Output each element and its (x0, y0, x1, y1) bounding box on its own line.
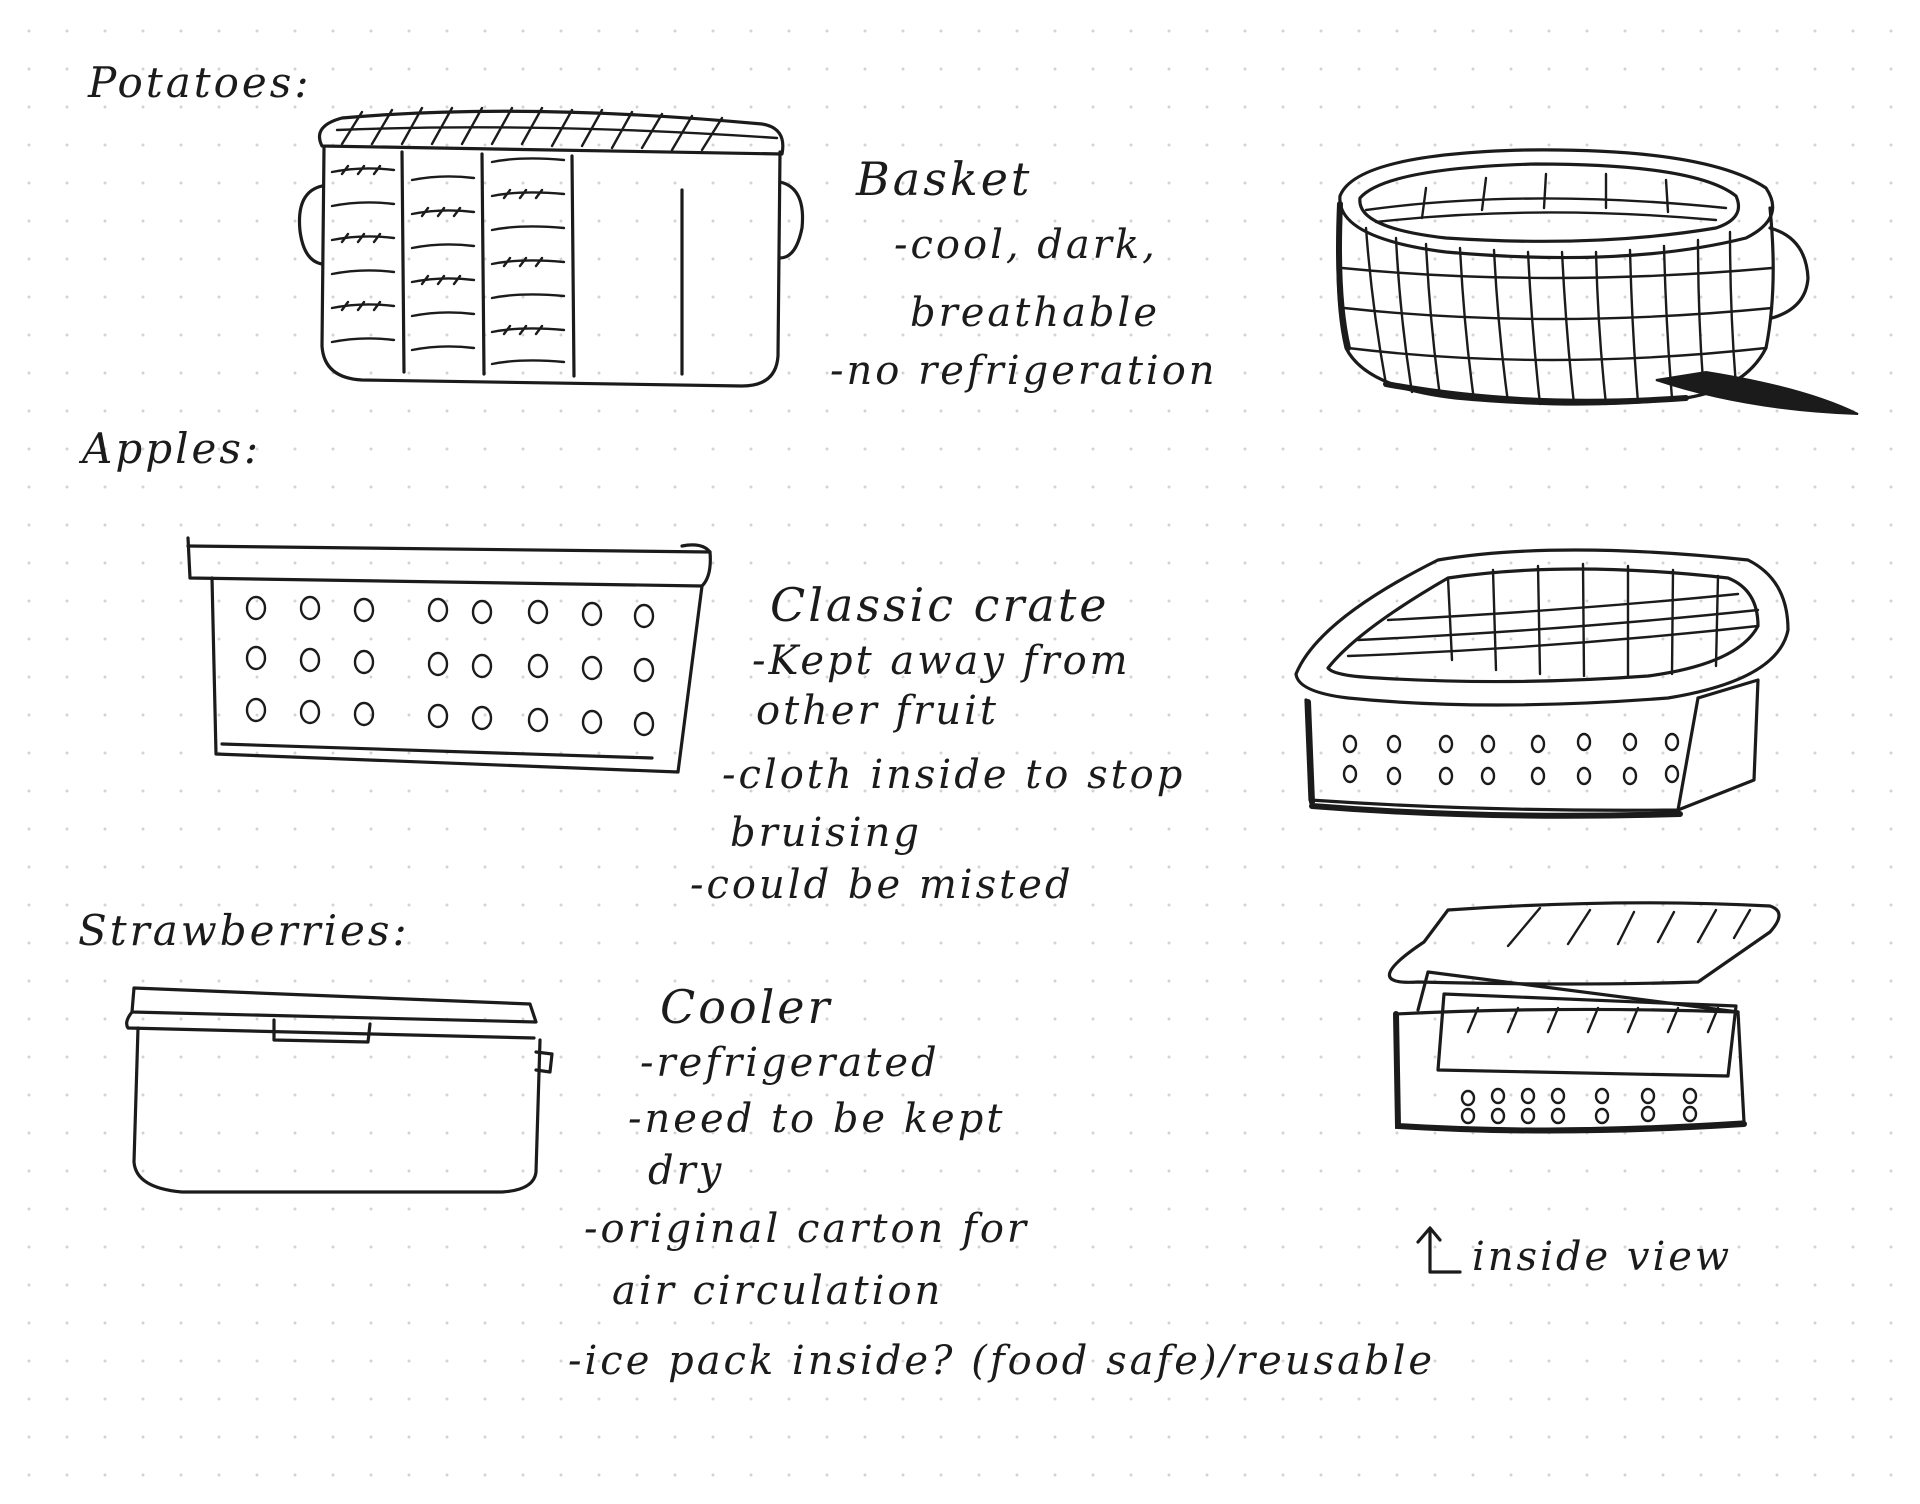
heading-potatoes: Potatoes: (88, 58, 312, 107)
potatoes-note-3: -no refrigeration (830, 348, 1218, 394)
apple-crate-3d-sketch (1288, 530, 1848, 830)
cooler-inside-view-sketch (1318, 902, 1818, 1202)
inside-view-callout: inside view (1472, 1234, 1733, 1280)
apples-note-5: -could be misted (690, 862, 1074, 908)
apples-note-4: bruising (730, 810, 922, 856)
strawberries-note-3: dry (648, 1148, 725, 1194)
heading-apples: Apples: (82, 424, 262, 473)
strawberries-note-5: air circulation (612, 1268, 944, 1314)
potato-basket-front-sketch (282, 96, 792, 386)
strawberries-note-title: Cooler (660, 980, 833, 1034)
apples-note-title: Classic crate (770, 578, 1110, 632)
potatoes-note-1: -cool, dark, (894, 222, 1158, 268)
cooler-front-sketch (122, 982, 572, 1202)
strawberries-note-6: -ice pack inside? (food safe)/reusable (568, 1338, 1436, 1384)
heading-strawberries: Strawberries: (78, 906, 410, 955)
apples-note-1: -Kept away from (752, 638, 1131, 684)
apples-note-2: other fruit (756, 688, 999, 734)
potatoes-note-2: breathable (910, 290, 1160, 336)
apple-crate-front-sketch (182, 536, 712, 776)
strawberries-note-2: -need to be kept (628, 1096, 1006, 1142)
strawberries-note-4: -original carton for (584, 1206, 1030, 1252)
potato-basket-3d-sketch (1326, 148, 1866, 408)
arrow-up-icon (1408, 1222, 1468, 1282)
strawberries-note-1: -refrigerated (640, 1040, 940, 1086)
potatoes-note-title: Basket (856, 152, 1033, 206)
apples-note-3: -cloth inside to stop (722, 752, 1186, 798)
